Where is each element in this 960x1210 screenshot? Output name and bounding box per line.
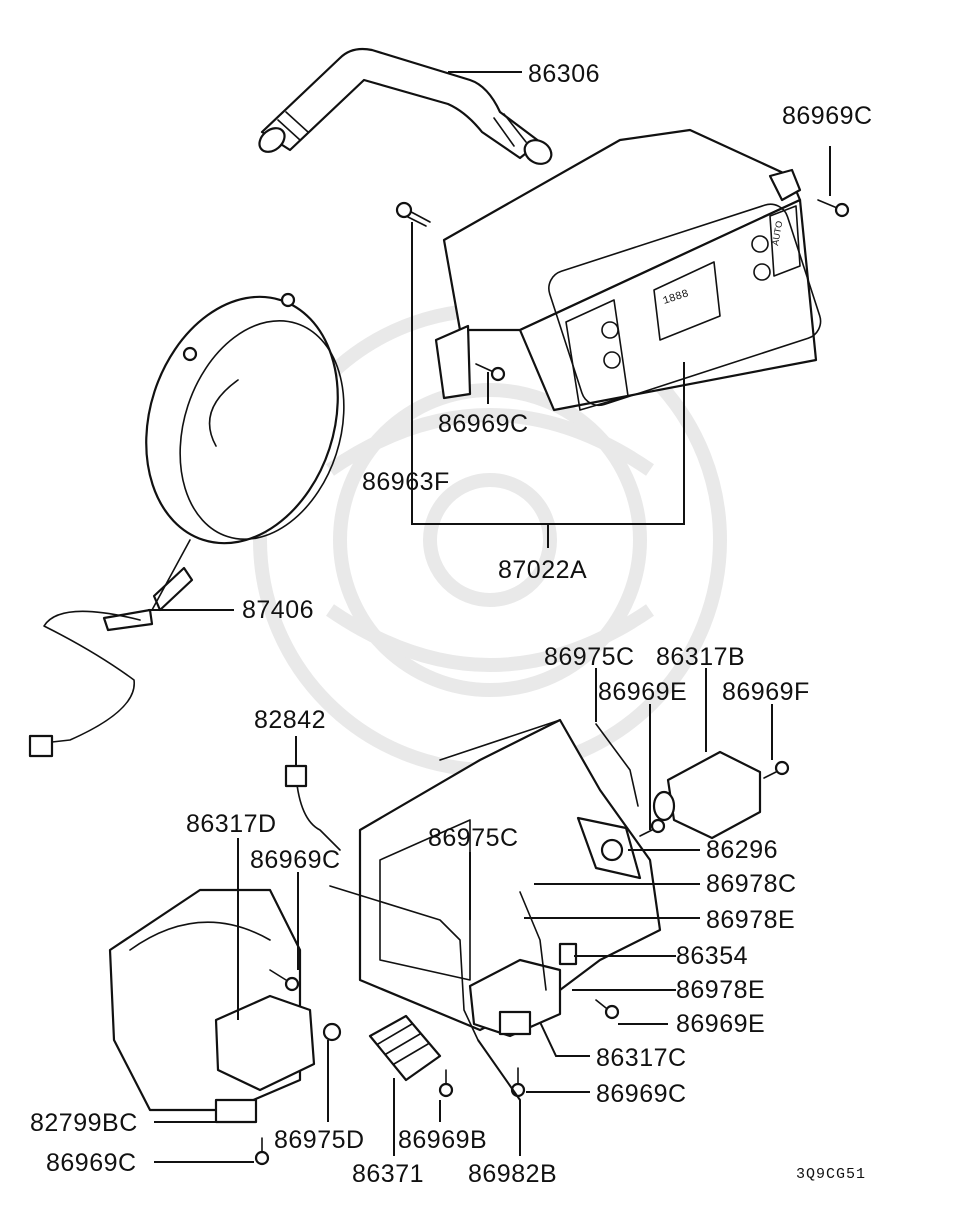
- label-86969E-top: 86969E: [598, 678, 687, 706]
- panel-screws: [395, 199, 850, 382]
- heater-case: [358, 718, 662, 1032]
- label-86969E-right: 86969E: [676, 1010, 765, 1038]
- actuator-86317D: [214, 994, 316, 1124]
- label-82799BC: 82799BC: [30, 1109, 138, 1137]
- resistor-86371: [368, 1014, 442, 1082]
- label-86969B: 86969B: [398, 1126, 487, 1154]
- label-87022A: 87022A: [498, 556, 587, 584]
- label-86982B: 86982B: [468, 1160, 557, 1188]
- label-86963F: 86963F: [362, 468, 450, 496]
- label-86969C-bottom: 86969C: [46, 1149, 137, 1177]
- label-86975C-mid: 86975C: [428, 824, 519, 852]
- leader-lines: [148, 71, 831, 1163]
- auto-button-text: AUTO: [770, 220, 784, 246]
- label-86969C-right: 86969C: [596, 1080, 687, 1108]
- label-86975C-top: 86975C: [544, 643, 635, 671]
- duct-hose: [258, 47, 553, 165]
- label-86354: 86354: [676, 942, 748, 970]
- label-86306: 86306: [528, 60, 600, 88]
- sensor-disc: [28, 292, 345, 758]
- label-86969C-left: 86969C: [250, 846, 341, 874]
- label-86969F: 86969F: [722, 678, 810, 706]
- cables-and-rods: [284, 723, 639, 1042]
- label-86296: 86296: [706, 836, 778, 864]
- linkage-86296: [576, 816, 642, 880]
- label-87406: 87406: [242, 596, 314, 624]
- label-86978E-b: 86978E: [676, 976, 765, 1004]
- label-86969C-panel: 86969C: [438, 410, 529, 438]
- label-86317B: 86317B: [656, 643, 745, 671]
- actuator-86317C: [468, 958, 562, 1038]
- label-86978C: 86978C: [706, 870, 797, 898]
- label-86317D: 86317D: [186, 810, 277, 838]
- diagram-code: 3Q9CG51: [796, 1166, 866, 1183]
- actuator-86317B: [652, 750, 762, 840]
- label-86975D: 86975D: [274, 1126, 365, 1154]
- part-labels: 86306 86969C 86969C 86963F 87022A 87406 …: [30, 60, 873, 1188]
- climate-control-panel: 1888 AUTO: [434, 128, 822, 412]
- label-86978E-a: 86978E: [706, 906, 795, 934]
- label-86371: 86371: [352, 1160, 424, 1188]
- label-82842: 82842: [254, 706, 326, 734]
- label-86317C: 86317C: [596, 1044, 687, 1072]
- label-86969C-top: 86969C: [782, 102, 873, 130]
